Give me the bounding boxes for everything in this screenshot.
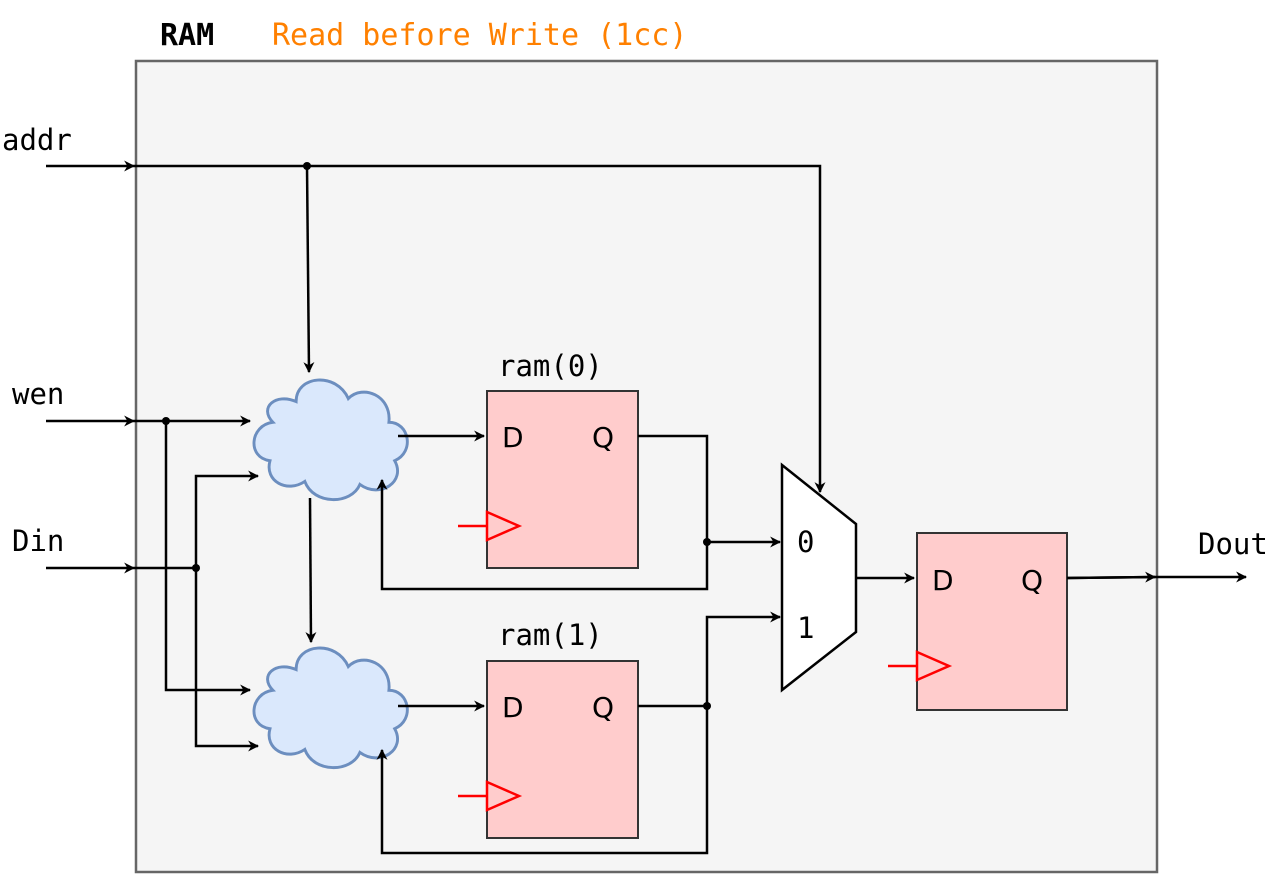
- dout-reg-d-port: D: [932, 564, 954, 597]
- dout-boundary-arrow: [1066, 571, 1157, 583]
- addr-to-mux-wire: [134, 164, 826, 494]
- dout-register: [916, 532, 1068, 711]
- mux-input-1-label: 1: [797, 611, 814, 645]
- dout-reg-q-port: Q: [1021, 564, 1043, 597]
- ram0-q-to-mux-wire: [638, 434, 782, 548]
- din-label: Din: [12, 524, 64, 558]
- wen-junction: [162, 417, 170, 425]
- wen-label: wen: [12, 377, 64, 411]
- ram1-q-port: Q: [592, 691, 614, 724]
- diagram-title: RAM: [160, 18, 214, 53]
- ram1-clock-icon: [458, 780, 523, 812]
- mux-input-0-label: 0: [797, 525, 814, 559]
- cloud0-to-cloud1-wire: [305, 497, 317, 644]
- ram0-q-port: Q: [592, 421, 614, 454]
- addr-to-cloud0-wire: [303, 165, 315, 374]
- addr-label: addr: [2, 123, 72, 157]
- ram1-register: [486, 660, 639, 839]
- ram0-feedback-wire: [376, 478, 709, 591]
- din-to-cloud1-wire: [194, 568, 260, 752]
- ram0-d-port: D: [502, 421, 524, 454]
- dout-reg-clock-icon: [888, 650, 953, 682]
- ram1-q-junction: [703, 702, 711, 710]
- ram0-clock-icon: [458, 510, 523, 542]
- din-junction: [192, 564, 200, 572]
- ram1-label: ram(1): [498, 618, 603, 652]
- din-to-cloud0-wire: [134, 470, 260, 570]
- addr-junction: [303, 162, 311, 170]
- read-mux: [780, 462, 858, 693]
- ram1-feedback-wire: [376, 706, 709, 855]
- ram0-register: [486, 390, 639, 569]
- dout-label: Dout: [1198, 527, 1268, 561]
- ram1-q-to-mux-wire: [638, 611, 782, 708]
- ram0-q-junction: [703, 538, 711, 546]
- ram0-label: ram(0): [498, 349, 603, 383]
- ram1-d-port: D: [502, 691, 524, 724]
- diagram-subtitle: Read before Write (1cc): [272, 18, 687, 53]
- wen-to-cloud1-wire: [164, 421, 252, 696]
